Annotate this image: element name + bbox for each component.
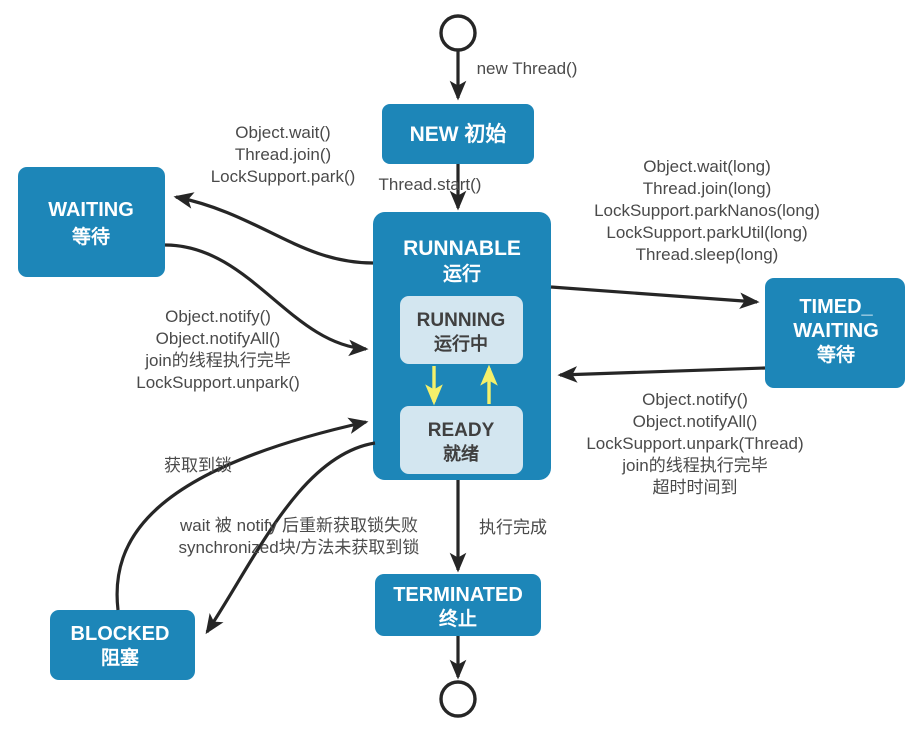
edge-label-waiting-to-runnable-3: join的线程执行完毕 [144, 351, 290, 370]
edge-timed-waiting-to-runnable [557, 366, 766, 383]
state-label-terminated-en: TERMINATED [393, 584, 523, 606]
state-label-waiting-en: WAITING [48, 199, 134, 221]
edge-label-blocked-to-runnable: 获取到锁 [164, 456, 232, 475]
edge-label-runnable-to-timed-5: Thread.sleep(long) [636, 245, 779, 264]
edge-label-waiting-to-runnable-2: Object.notifyAll() [156, 329, 281, 348]
edge-label-timed-to-runnable-4: join的线程执行完毕 [621, 456, 767, 475]
state-label-blocked-zh: 阻塞 [101, 646, 140, 669]
state-box-new[interactable] [382, 104, 534, 164]
edge-label-runnable-to-timed-1: Object.wait(long) [643, 157, 771, 176]
state-box-timed-waiting[interactable] [765, 278, 905, 388]
edge-label-runnable-to-blocked-1: wait 被 notify 后重新获取锁失败 [179, 516, 418, 535]
substate-label-running-en: RUNNING [417, 310, 506, 331]
edge-label-start-to-new: new Thread() [477, 59, 578, 78]
edge-label-waiting-to-runnable-4: LockSupport.unpark() [136, 373, 299, 392]
substate-box-running[interactable] [400, 296, 523, 364]
edge-label-runnable-to-waiting-3: LockSupport.park() [211, 167, 356, 186]
end-terminal-icon [439, 680, 477, 718]
state-box-blocked[interactable] [50, 610, 195, 680]
edge-label-timed-to-runnable-3: LockSupport.unpark(Thread) [586, 434, 803, 453]
edge-label-runnable-to-timed-4: LockSupport.parkUtil(long) [606, 223, 807, 242]
substate-box-ready[interactable] [400, 406, 523, 474]
state-label-terminated-zh: 终止 [439, 607, 477, 630]
state-label-runnable-en: RUNNABLE [403, 237, 521, 260]
edge-label-waiting-to-runnable-1: Object.notify() [165, 307, 271, 326]
substate-label-ready-zh: 就绪 [443, 443, 479, 464]
state-label-waiting-zh: 等待 [71, 225, 110, 248]
substate-label-running-zh: 运行中 [434, 333, 488, 354]
edge-blocked-to-runnable [115, 417, 369, 611]
state-label-timed-waiting-en-2: WAITING [793, 320, 879, 342]
edge-label-runnable-to-waiting-1: Object.wait() [235, 123, 330, 142]
edge-waiting-to-runnable [164, 243, 369, 357]
state-label-timed-waiting-zh: 等待 [816, 343, 855, 366]
edge-label-runnable-to-blocked-2: synchronized块/方法未获取到锁 [179, 538, 420, 557]
edge-label-runnable-to-waiting-2: Thread.join() [235, 145, 331, 164]
edge-runnable-to-timed-waiting [550, 285, 760, 310]
state-label-timed-waiting-en-1: TIMED_ [799, 296, 873, 318]
edge-runnable-to-waiting [173, 192, 374, 265]
edge-label-runnable-to-timed-3: LockSupport.parkNanos(long) [594, 201, 820, 220]
edge-label-new-to-runnable: Thread.start() [379, 175, 482, 194]
edge-label-runnable-to-timed-2: Thread.join(long) [643, 179, 772, 198]
state-label-new: NEW 初始 [410, 122, 507, 146]
state-label-blocked-en: BLOCKED [71, 623, 170, 645]
edge-label-timed-to-runnable-5: 超时时间到 [653, 478, 738, 497]
edge-label-timed-to-runnable-1: Object.notify() [642, 390, 748, 409]
substate-label-ready-en: READY [428, 420, 495, 441]
edge-label-timed-to-runnable-2: Object.notifyAll() [633, 412, 758, 431]
edge-runnable-to-blocked [205, 441, 376, 635]
edge-label-runnable-to-terminated: 执行完成 [479, 518, 547, 537]
state-box-waiting[interactable] [18, 167, 165, 277]
state-box-terminated[interactable] [375, 574, 541, 636]
state-label-runnable-zh: 运行 [443, 262, 481, 285]
